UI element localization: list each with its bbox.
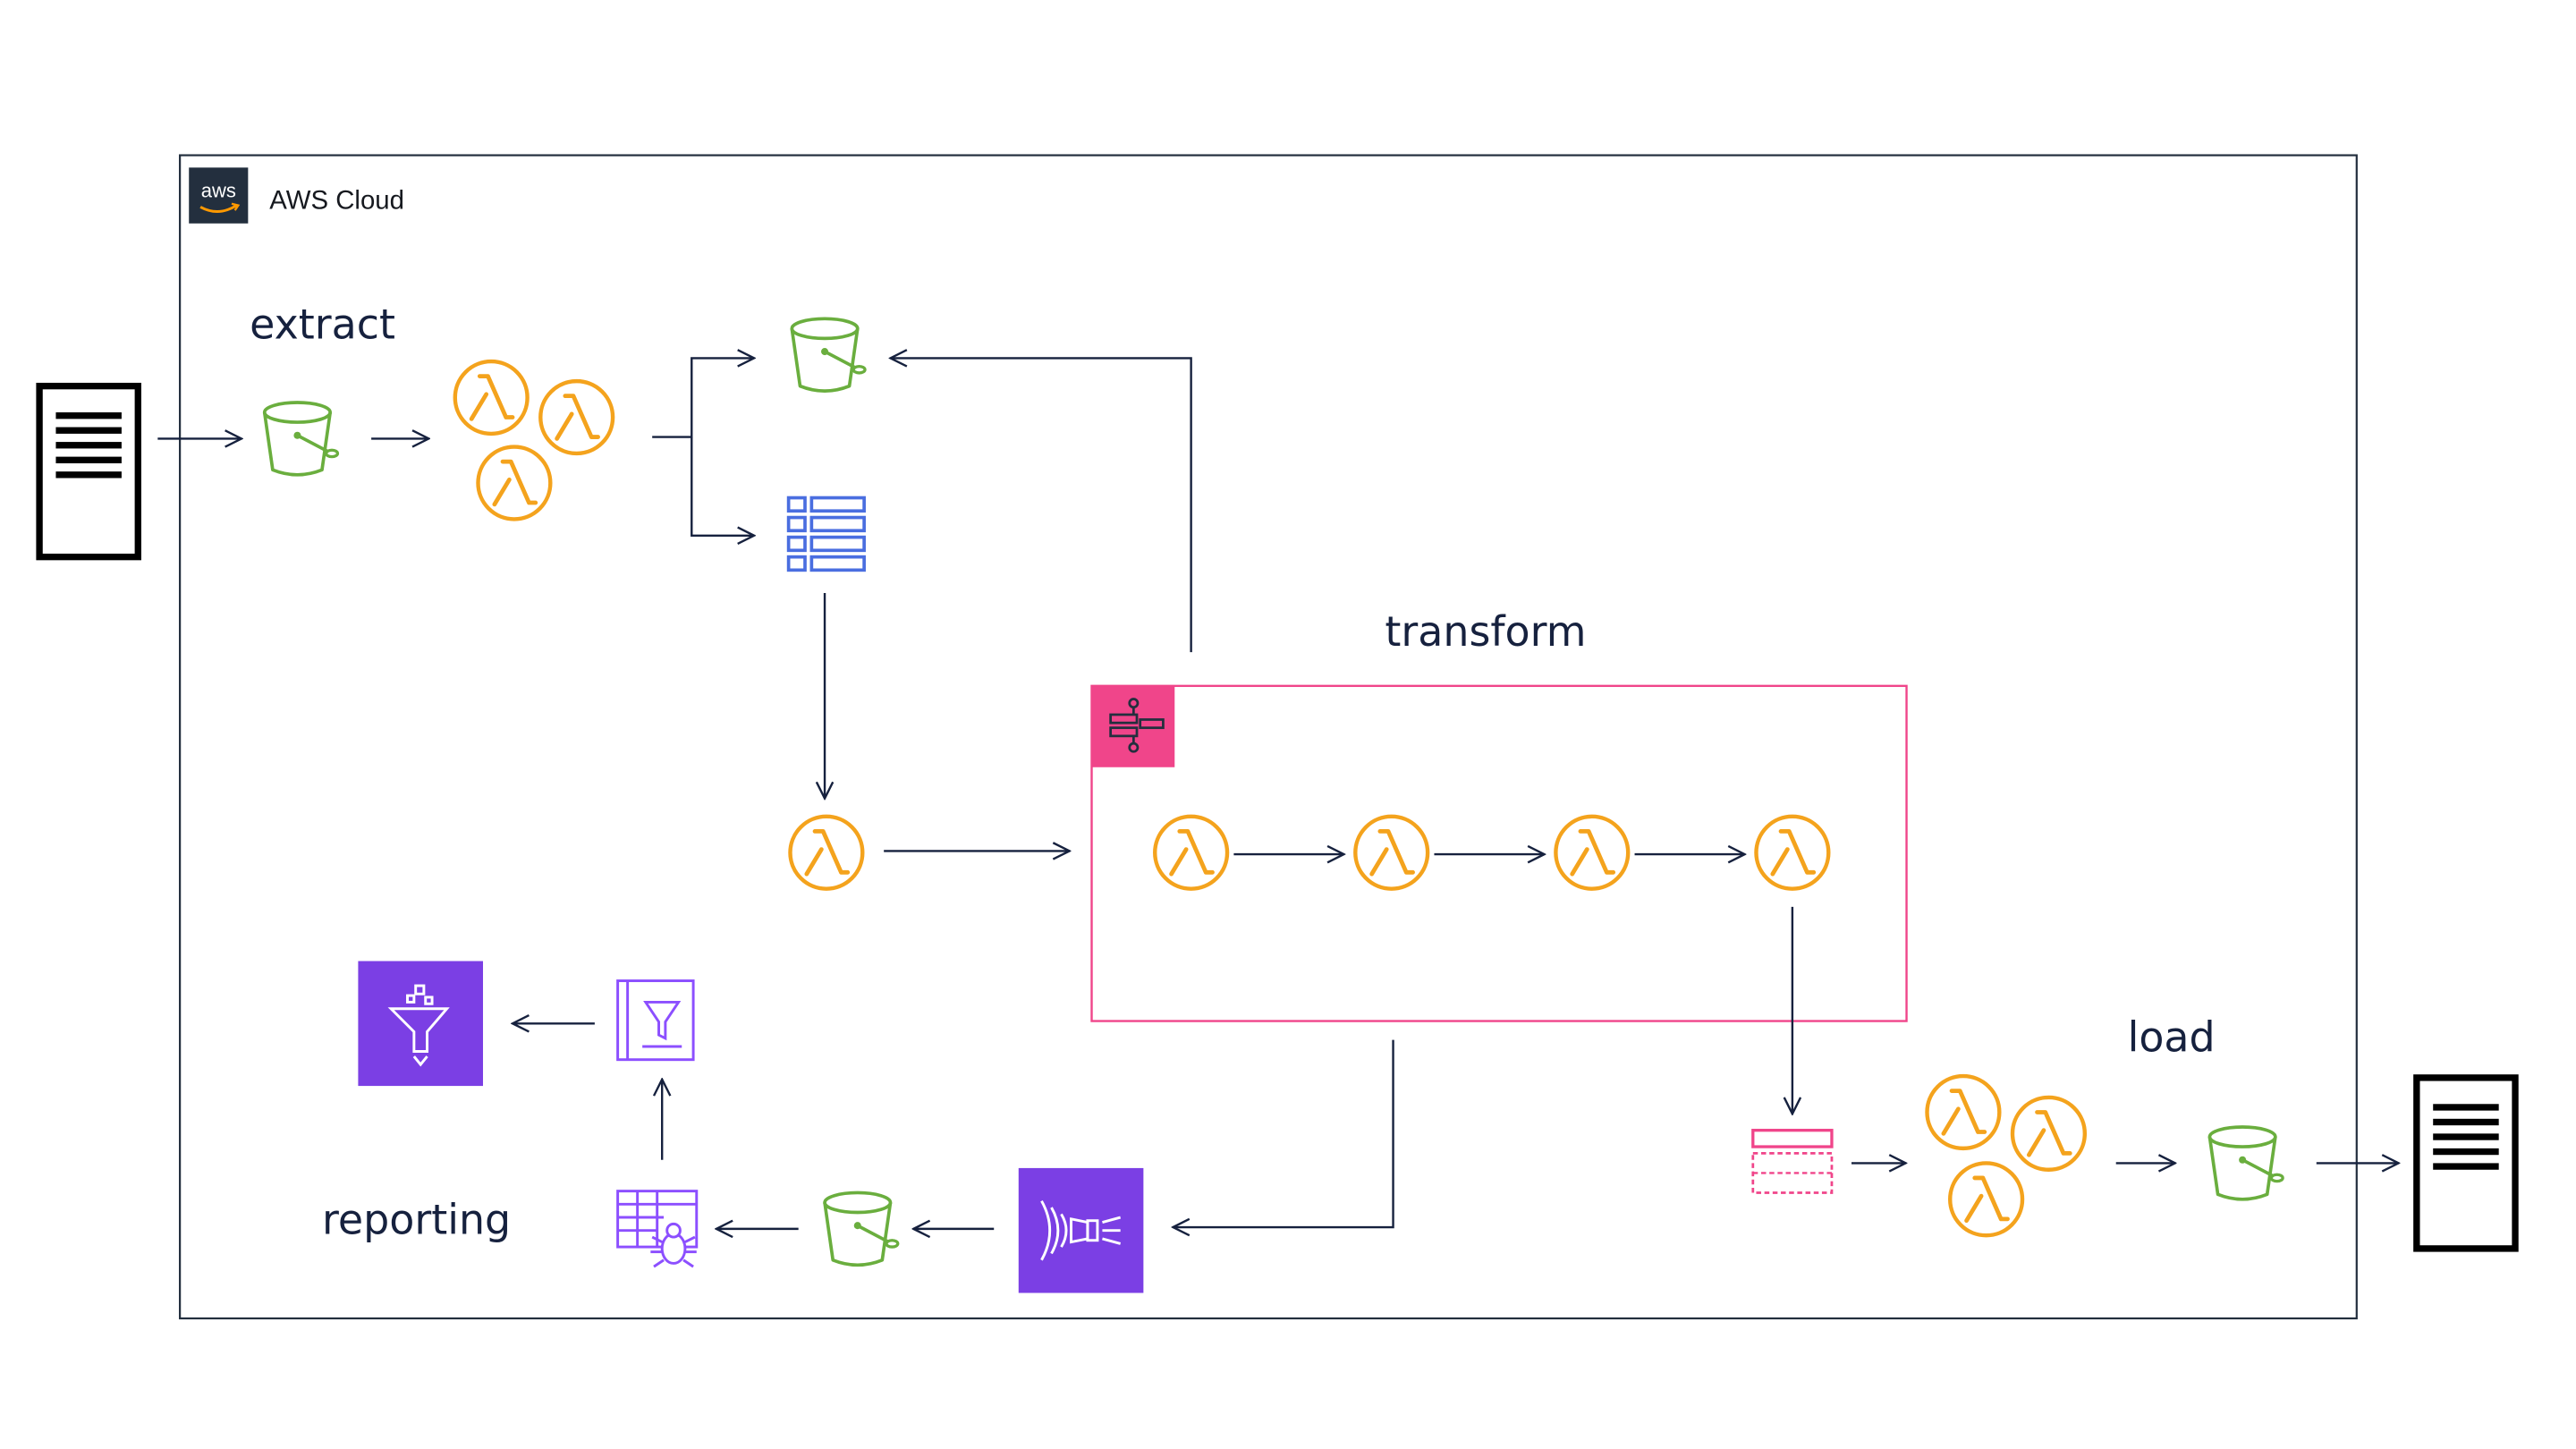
aws-cloud-title: AWS Cloud bbox=[269, 185, 404, 215]
lambda-icon bbox=[1555, 817, 1628, 889]
lambda-icon bbox=[1155, 817, 1227, 889]
lambda-icon bbox=[2012, 1097, 2085, 1170]
lambda-icon bbox=[1950, 1163, 2022, 1235]
source-server-icon bbox=[39, 386, 138, 557]
step-functions-icon bbox=[1092, 684, 1175, 767]
aws-logo-icon: aws bbox=[189, 167, 249, 224]
athena-icon bbox=[358, 961, 483, 1087]
aws-cloud-group: aws AWS Cloud bbox=[179, 154, 2358, 1320]
glue-data-catalog-icon bbox=[616, 979, 695, 1062]
lambda-icon bbox=[478, 447, 550, 520]
stage-label-extract: extract bbox=[250, 300, 395, 348]
lambda-icon bbox=[540, 381, 613, 453]
load-lambda-group bbox=[1927, 1076, 2084, 1235]
load-bucket-icon bbox=[2207, 1125, 2284, 1201]
aws-logo-text: aws bbox=[201, 179, 236, 201]
intermediate-bucket-icon bbox=[790, 317, 867, 393]
lambda-icon bbox=[790, 817, 862, 889]
table-buffer-icon bbox=[1751, 1129, 1834, 1194]
lambda-icon bbox=[1756, 817, 1828, 889]
lambda-icon bbox=[1927, 1076, 1999, 1148]
kinesis-firehose-icon bbox=[1018, 1167, 1144, 1293]
stage-label-load: load bbox=[2128, 1013, 2216, 1062]
table-icon bbox=[786, 496, 866, 572]
lambda-icon bbox=[455, 361, 528, 434]
reporting-bucket-icon bbox=[823, 1191, 900, 1267]
extract-lambda-group bbox=[455, 361, 613, 519]
stage-label-reporting: reporting bbox=[322, 1195, 511, 1243]
lambda-icon bbox=[1355, 817, 1428, 889]
raw-bucket-icon bbox=[262, 401, 340, 477]
connectors bbox=[157, 358, 2398, 1228]
glue-crawler-icon bbox=[616, 1190, 699, 1268]
stage-label-transform: transform bbox=[1385, 607, 1586, 656]
step-functions-group bbox=[1090, 684, 1908, 1022]
destination-server-icon bbox=[2417, 1078, 2515, 1249]
